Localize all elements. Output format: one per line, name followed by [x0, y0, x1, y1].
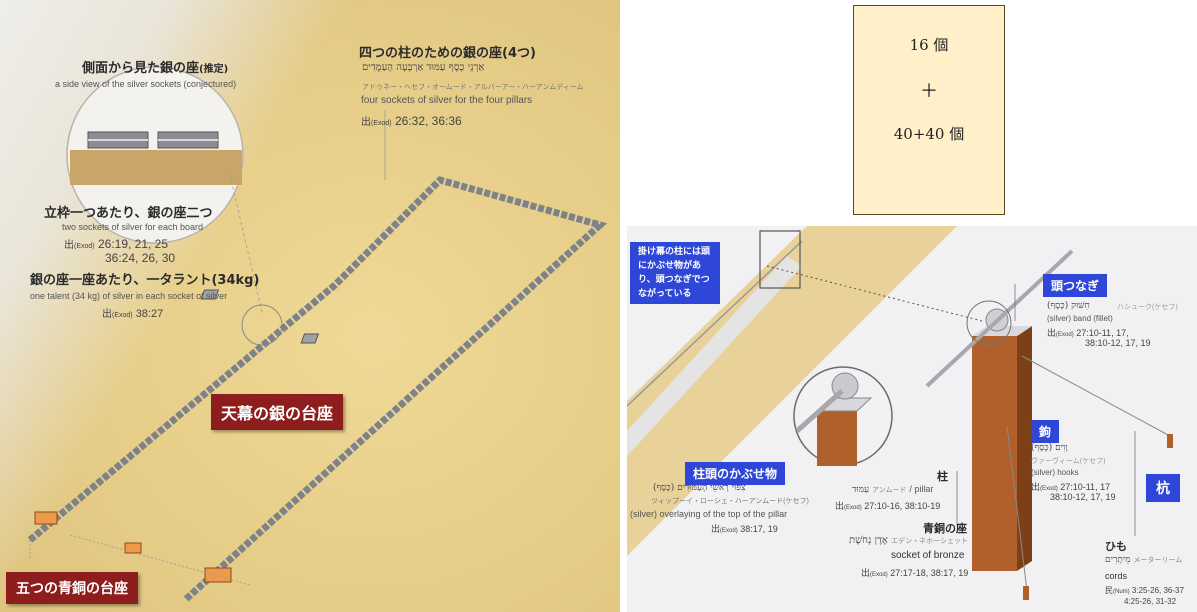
- talent-english: one talent (34 kg) of silver in each soc…: [30, 291, 228, 301]
- cords-reference: 民(Num) 3:25-26, 36-37: [1105, 585, 1184, 596]
- peg-shape: [1167, 434, 1173, 448]
- ref-book: (Exod): [371, 120, 392, 127]
- ref-verses: 27:10-11, 17: [1060, 482, 1111, 492]
- side-view-note: (推定): [199, 64, 229, 75]
- ref-prefix: 出: [861, 568, 871, 578]
- capital-hebrew: צִפּוּי רָאשֵׁי הָעַמּוּדִים (כֶּסֶף): [653, 483, 746, 493]
- bronze-socket-hebrew: אֶדֶן נְחֹשֶׁת: [849, 535, 888, 546]
- capital-label: 柱頭のかぶせ物: [685, 462, 786, 485]
- capital-reading: ツィップーイ・ローシェ・ハーアンムード(ケセフ): [651, 498, 809, 505]
- hooks-english: (silver) hooks: [1031, 468, 1079, 477]
- count-line-2: 40+40 個: [893, 125, 965, 143]
- silver-socket-marks: [200, 289, 320, 344]
- four-sockets-english: four sockets of silver for the four pill…: [361, 95, 533, 106]
- hooks-reference-2: 38:10-12, 17, 19: [1050, 492, 1116, 502]
- ref-verses: 26:19, 21, 25: [97, 237, 169, 251]
- pillar-name-line: עַמּוּד アンムード / pillar: [852, 484, 933, 495]
- ref-book: (Exod): [870, 572, 888, 578]
- socket-count-box: 16 個 ＋ 40+40 個: [853, 5, 1005, 215]
- cords-name-line: מֵיתָרִים メーターリーム: [1105, 554, 1182, 565]
- ref-prefix: 出: [361, 117, 371, 128]
- pillar-english: / pillar: [909, 484, 934, 494]
- cords-english: cords: [1105, 571, 1128, 581]
- peg-label: 杭: [1146, 474, 1180, 502]
- four-sockets-reading: アドゥネー・ヘセフ・オームード・アルバーアー・ハーアンムディーム: [362, 84, 584, 91]
- two-sockets-title: 立枠一つあたり、銀の座二つ: [44, 206, 213, 221]
- hooks-reading: ヴァーヴィーム(ケセフ): [1031, 458, 1106, 465]
- talent-title: 銀の座一座あたり、一タラント(34kg): [30, 273, 260, 288]
- ref-verses: 27:17-18, 38:17, 19: [890, 568, 969, 578]
- ref-prefix: 民: [1105, 586, 1113, 595]
- band-reference: 出(Exod) 27:10-11, 17,: [1047, 326, 1129, 339]
- hooks-reference: 出(Exod) 27:10-11, 17: [1031, 480, 1110, 493]
- ref-verses: 27:10-16, 38:10-19: [864, 501, 941, 511]
- ref-book: (Exod): [74, 243, 95, 250]
- bronze-socket-label: 青銅の座: [923, 522, 967, 535]
- ref-book: (Num): [1113, 589, 1130, 595]
- hooks-label: 鉤: [1031, 420, 1060, 443]
- capital-reference: 出(Exod) 38:17, 19: [711, 522, 778, 535]
- four-sockets-title: 四つの柱のための銀の座(4つ): [359, 46, 536, 61]
- ref-prefix: 出: [102, 309, 112, 320]
- ref-verses: 38:27: [135, 308, 164, 320]
- two-sockets-english: two sockets of silver for each board: [62, 222, 204, 232]
- bronze-socket-marks: [34, 511, 232, 583]
- tabernacle-frame-diagram: [27, 66, 608, 603]
- band-english: (silver) band (fillet): [1047, 314, 1113, 323]
- side-view-title: 側面から見た銀の座: [82, 61, 200, 76]
- pillar-reference: 出(Exod) 27:10-16, 38:10-19: [835, 499, 940, 512]
- ref-book: (Exod): [1056, 332, 1074, 338]
- pillar-label: 柱: [937, 470, 948, 483]
- cords-reading: メーターリーム: [1133, 557, 1183, 564]
- cords-hebrew: מֵיתָרִים: [1105, 555, 1131, 565]
- band-hebrew: חִשּׁוּק (כֶּסֶף): [1047, 301, 1090, 311]
- intro-label: 掛け幕の柱には頭にかぶせ物があり、頭つなぎでつながっている: [630, 242, 720, 304]
- bronze-base-label: 五つの青銅の台座: [6, 572, 138, 604]
- cords-label: ひも: [1105, 540, 1127, 553]
- ref-prefix: 出: [64, 240, 74, 251]
- silver-sockets-illustration: 側面から見た銀の座(推定) a side view of the silver …: [0, 0, 620, 612]
- talent-reference: 出(Exod) 38:27: [102, 305, 163, 320]
- count-plus: ＋: [920, 81, 938, 102]
- four-sockets-hebrew: אַרְנֵי כֶסֶף עַמּוּד אַרְבָּעָה הָעַמֻּ…: [362, 62, 485, 73]
- ref-prefix: 出: [711, 524, 721, 534]
- ref-book: (Exod): [720, 528, 738, 534]
- ref-verses: 27:10-11, 17,: [1076, 328, 1129, 338]
- pillar-detail-illustration: 掛け幕の柱には頭にかぶせ物があり、頭つなぎでつながっている 頭つなぎ חִשּׁ…: [627, 226, 1197, 612]
- band-reading: ハシューク(ケセフ): [1117, 304, 1178, 311]
- ref-book: (Exod): [1040, 486, 1058, 492]
- ref-prefix: 出: [1031, 482, 1041, 492]
- silver-frame-outline: [27, 176, 608, 603]
- hooks-hebrew: וָוִים (כֶּסֶף): [1031, 443, 1068, 453]
- pillar-shape: [972, 336, 1017, 571]
- side-view-english: a side view of the silver sockets (conje…: [55, 79, 237, 89]
- cords-reference-2: 4:25-26, 31-32: [1124, 597, 1177, 606]
- bronze-socket-reference: 出(Exod) 27:17-18, 38:17, 19: [861, 566, 968, 579]
- ref-verses: 38:17, 19: [740, 524, 778, 534]
- band-label: 頭つなぎ: [1043, 274, 1108, 297]
- bronze-socket-reading: エデン・ネホーシェット: [891, 538, 968, 545]
- two-sockets-reference: 出(Exod) 26:19, 21, 25: [64, 236, 168, 251]
- pillar-reading: アンムード: [871, 487, 907, 494]
- ref-book: (Exod): [112, 312, 133, 319]
- four-sockets-reference: 出(Exod) 26:32, 36:36: [361, 113, 462, 128]
- bronze-socket-name-line: אֶדֶן נְחֹשֶׁת エデン・ネホーシェット: [849, 535, 968, 546]
- pillar-hebrew: עַמּוּד: [852, 485, 870, 495]
- ref-verses: 26:32, 36:36: [394, 114, 462, 128]
- silver-base-label: 天幕の銀の台座: [211, 394, 344, 430]
- two-sockets-reference-2: 36:24, 26, 30: [105, 251, 176, 265]
- count-line-1: 16 個: [909, 36, 949, 54]
- ref-verses: 3:25-26, 36-37: [1131, 586, 1184, 595]
- band-reference-2: 38:10-12, 17, 19: [1085, 338, 1151, 348]
- ref-prefix: 出: [835, 501, 845, 511]
- ref-prefix: 出: [1047, 328, 1057, 338]
- capital-english: (silver) overlaying of the top of the pi…: [630, 509, 788, 519]
- bronze-socket-english: socket of bronze: [891, 550, 965, 561]
- ref-book: (Exod): [844, 505, 862, 511]
